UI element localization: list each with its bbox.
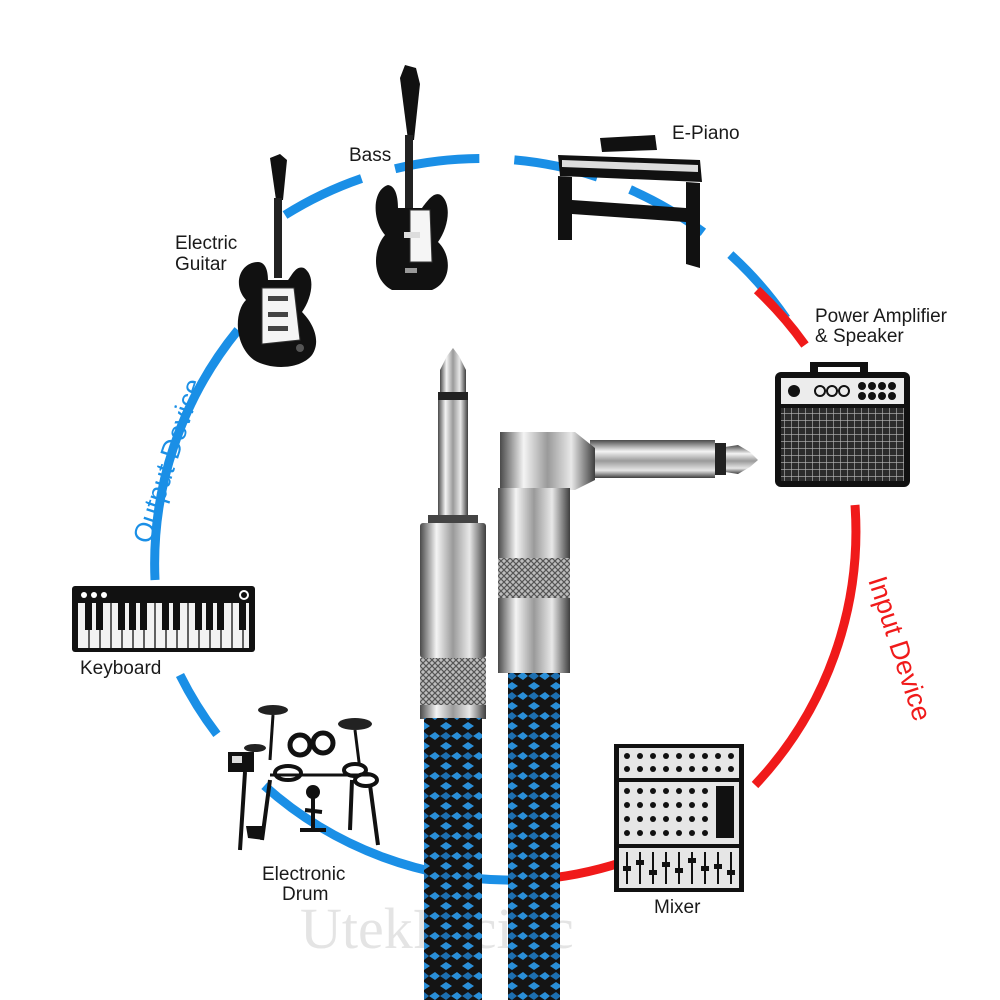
bass-label: Bass <box>349 145 391 166</box>
electronic-drum-label-line2: Drum <box>282 884 328 905</box>
electronic-drum-icon <box>228 705 380 851</box>
ring-top-output-arc <box>282 153 804 343</box>
e-piano-icon <box>558 135 702 268</box>
amplifier-icon <box>775 362 910 487</box>
ring-left-output-arc <box>150 327 242 581</box>
ring-right-input-arc <box>751 504 861 789</box>
input-device-label: Input Device <box>862 573 937 725</box>
electric-guitar-icon <box>237 154 317 367</box>
power-amp-label-line1: Power Amplifier <box>815 306 948 327</box>
ring-top-input-arc <box>753 286 809 348</box>
electronic-drum-label-line1: Electronic <box>262 864 345 885</box>
keyboard-icon <box>72 586 255 652</box>
electric-guitar-label-line1: Electric <box>175 233 237 254</box>
output-device-label: Output Device <box>127 375 208 547</box>
keyboard-label: Keyboard <box>80 658 161 679</box>
bass-guitar-icon <box>375 65 448 290</box>
power-amp-label-line2: & Speaker <box>815 326 904 347</box>
mixer-label: Mixer <box>654 897 701 918</box>
mixer-icon <box>614 744 744 892</box>
electric-guitar-label-line2: Guitar <box>175 254 227 275</box>
cable-plugs-icon <box>420 348 758 1000</box>
e-piano-label: E-Piano <box>672 123 740 144</box>
